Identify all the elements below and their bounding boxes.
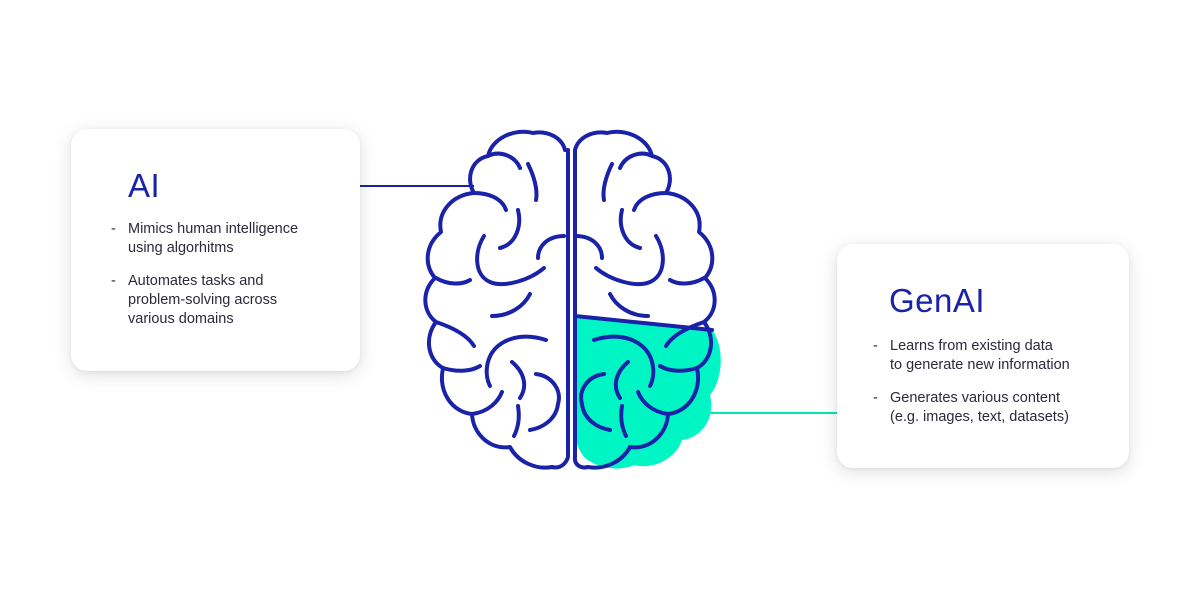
bullet-dash: - [111,221,116,237]
genai-card: GenAI - Learns from existing data to gen… [837,244,1129,468]
bullet-dash: - [873,338,878,354]
bullet-text: Learns from existing data to generate ne… [890,338,1070,373]
list-item: - Automates tasks and problem-solving ac… [111,272,351,329]
bullet-text: Mimics human intelligence using algorhit… [128,221,299,256]
genai-card-title: GenAI [889,282,986,319]
brain-icon [423,129,717,470]
genai-bullet-list: - Learns from existing data to generate … [873,337,1123,441]
ai-card-title: AI [128,167,161,204]
list-item: - Mimics human intelligence using algorh… [111,220,351,258]
bullet-dash: - [111,273,116,289]
bullet-text: Generates various content (e.g. images, … [890,390,1069,425]
list-item: - Generates various content (e.g. images… [873,389,1123,427]
list-item: - Learns from existing data to generate … [873,337,1123,375]
ai-bullet-list: - Mimics human intelligence using algorh… [111,220,351,343]
bullet-text: Automates tasks and problem-solving acro… [128,273,278,327]
bullet-dash: - [873,390,878,406]
ai-card: AI - Mimics human intelligence using alg… [71,129,360,371]
